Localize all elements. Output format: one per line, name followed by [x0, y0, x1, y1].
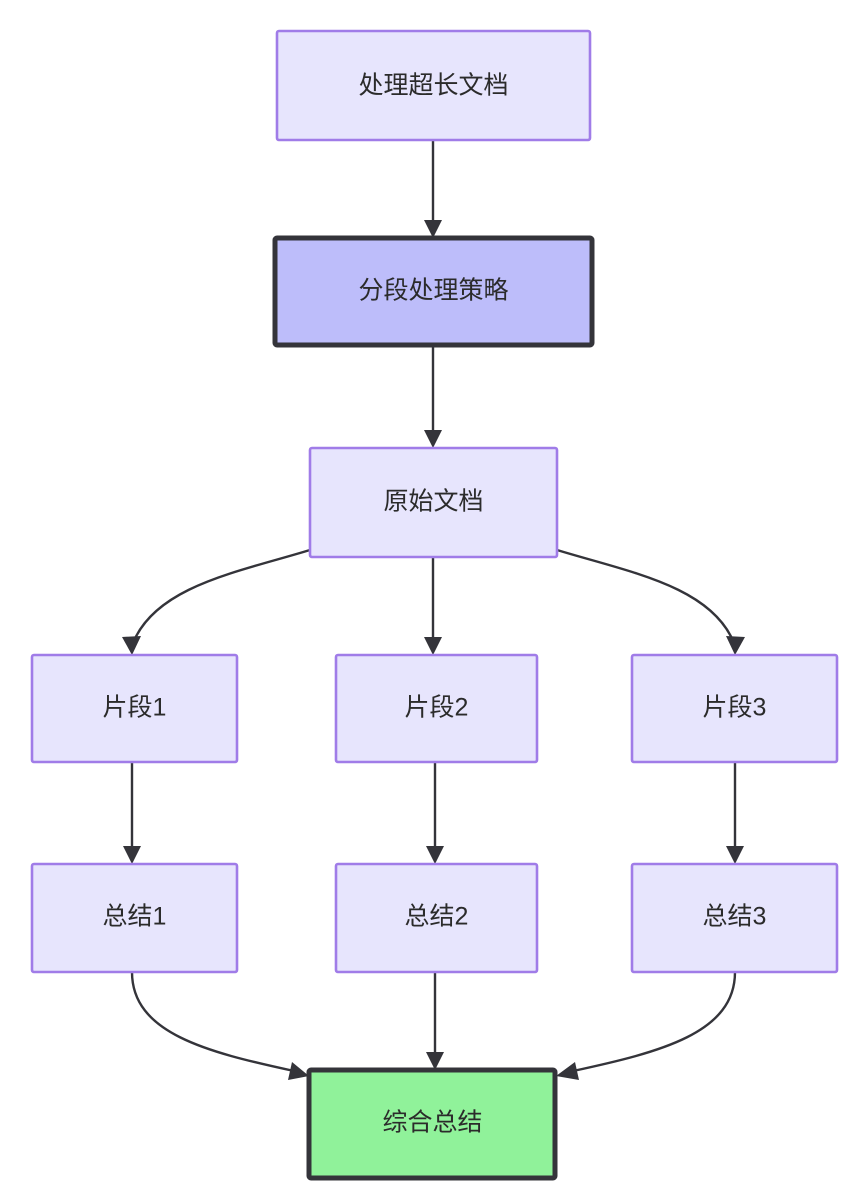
node-summary-1[interactable]: 总结1: [30, 862, 239, 974]
arrow-head-icon: [426, 1052, 444, 1070]
node-label-fragment-3: 片段3: [703, 694, 767, 722]
node-label-summary-1: 总结1: [103, 903, 167, 931]
edge-summary3-to-final: [572, 971, 737, 1073]
arrow-head-icon: [424, 430, 442, 448]
node-summary-2[interactable]: 总结2: [334, 862, 539, 974]
arrow-head-icon: [556, 1062, 579, 1080]
node-label-source-document: 原始文档: [383, 488, 483, 516]
node-chunk-strategy[interactable]: 分段处理策略: [272, 235, 595, 348]
node-rect-process-long-document[interactable]: [275, 29, 592, 142]
arrow-head-icon: [123, 846, 141, 864]
arrow-head-icon: [122, 636, 141, 655]
node-rect-summary-2[interactable]: [334, 862, 539, 974]
node-fragment-1[interactable]: 片段1: [30, 653, 239, 764]
edge-source-to-fragment1: [131, 548, 311, 644]
arrow-head-icon: [726, 846, 744, 864]
node-label-summary-3: 总结3: [703, 903, 767, 931]
arrow-head-icon: [424, 637, 442, 655]
edge-summary1-to-final: [130, 971, 295, 1073]
node-rect-fragment-3[interactable]: [630, 653, 839, 764]
node-label-summary-2: 总结2: [405, 903, 469, 931]
arrow-head-icon: [426, 846, 444, 864]
arrow-head-icon: [424, 220, 442, 238]
node-label-fragment-2: 片段2: [405, 694, 469, 722]
node-rect-fragment-1[interactable]: [30, 653, 239, 764]
node-label-chunk-strategy: 分段处理策略: [358, 277, 508, 305]
node-label-process-long-document: 处理超长文档: [358, 72, 508, 100]
node-final-summary[interactable]: 综合总结: [306, 1067, 558, 1181]
node-label-final-summary: 综合总结: [382, 1109, 482, 1137]
node-rect-summary-1[interactable]: [30, 862, 239, 974]
node-rect-summary-3[interactable]: [630, 862, 839, 974]
node-summary-3[interactable]: 总结3: [630, 862, 839, 974]
arrow-head-icon: [726, 636, 745, 655]
node-label-fragment-1: 片段1: [103, 694, 167, 722]
edge-source-to-fragment3: [556, 548, 736, 644]
node-fragment-3[interactable]: 片段3: [630, 653, 839, 764]
edges-layer: [122, 140, 745, 1080]
nodes-layer: 处理超长文档 分段处理策略 原始文档 片段1 片段2 片段3: [30, 29, 839, 1181]
node-fragment-2[interactable]: 片段2: [334, 653, 539, 764]
node-source-document[interactable]: 原始文档: [308, 446, 559, 559]
node-rect-chunk-strategy[interactable]: [272, 235, 595, 348]
arrow-head-icon: [288, 1062, 309, 1080]
node-rect-source-document[interactable]: [308, 446, 559, 559]
node-rect-final-summary[interactable]: [306, 1067, 558, 1181]
node-rect-fragment-2[interactable]: [334, 653, 539, 764]
node-process-long-document[interactable]: 处理超长文档: [275, 29, 592, 142]
